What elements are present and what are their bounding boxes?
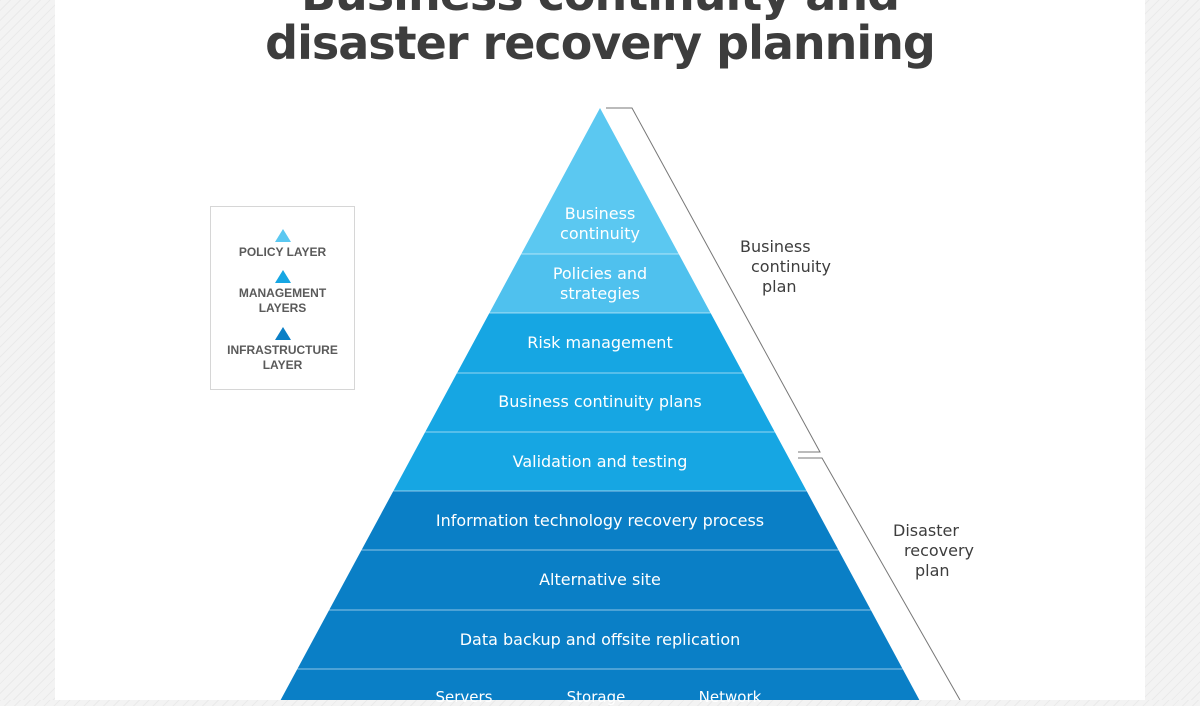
pyramid-level-it-recovery-process: Information technology recovery process <box>435 511 765 530</box>
pyramid-level-policies-and-strategies: Policies and strategies <box>552 264 648 303</box>
legend-label: MANAGEMENT LAYERS <box>238 286 327 315</box>
band-risk-management <box>457 313 743 373</box>
pyramid-level-business-continuity: Business continuity <box>560 204 640 243</box>
pyramid-level-business-continuity-plans: Business continuity plans <box>498 392 702 411</box>
band-business-continuity <box>521 108 679 254</box>
band-data-backup <box>297 610 903 669</box>
bottom-item-servers: Servers <box>435 688 493 706</box>
pyramid-level-alternative-site: Alternative site <box>539 570 661 589</box>
layer-legend: POLICY LAYER MANAGEMENT LAYERS INFRASTRU… <box>210 206 355 390</box>
legend-item-infrastructure: INFRASTRUCTURE LAYER <box>211 327 354 373</box>
label-disaster-recovery-plan: Disaster recovery plan <box>893 521 975 580</box>
label-business-continuity-plan: Business continuity plan <box>740 237 831 296</box>
bracket-business-continuity-plan <box>606 107 821 453</box>
band-policies-and-strategies <box>489 254 711 313</box>
legend-item-management: MANAGEMENT LAYERS <box>211 270 354 316</box>
band-alternative-site <box>329 550 871 610</box>
infrastructure-layer-triangle-icon <box>274 327 291 340</box>
title-line-1: Business continuity and <box>0 0 1200 21</box>
pyramid-level-validation-and-testing: Validation and testing <box>512 452 688 471</box>
bottom-item-storage: Storage <box>566 688 626 706</box>
policy-layer-triangle-icon <box>274 229 291 242</box>
band-servers-storage-network <box>280 669 920 700</box>
band-business-continuity-plans <box>425 373 775 432</box>
pyramid-level-risk-management: Risk management <box>527 333 673 352</box>
band-validation-and-testing <box>393 432 807 491</box>
legend-label: POLICY LAYER <box>238 245 327 259</box>
pyramid-level-data-backup: Data backup and offsite replication <box>459 630 741 649</box>
bracket-disaster-recovery-plan <box>798 457 961 700</box>
legend-item-policy: POLICY LAYER <box>211 229 354 260</box>
title-line-2: disaster recovery planning <box>265 16 936 70</box>
band-it-recovery-process <box>361 491 839 550</box>
bottom-item-network: Network <box>698 688 762 706</box>
legend-label: INFRASTRUCTURE LAYER <box>227 343 338 372</box>
management-layer-triangle-icon <box>274 270 291 283</box>
